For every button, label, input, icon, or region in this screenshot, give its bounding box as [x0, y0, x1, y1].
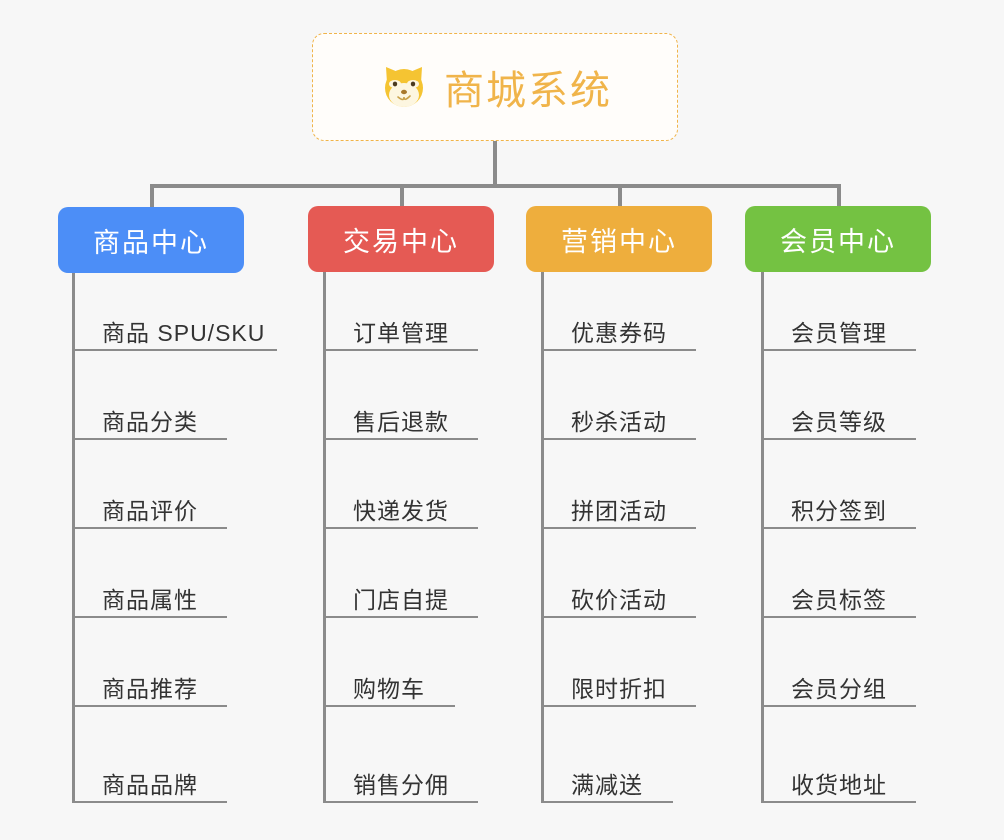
branch-drop-line-1: [150, 184, 154, 209]
leaf-underline: [323, 349, 478, 351]
branch-header-marketing-center[interactable]: 营销中心: [526, 206, 712, 272]
leaf-item[interactable]: 门店自提: [323, 572, 478, 618]
leaf-label: 商品推荐: [102, 675, 198, 702]
leaf-item[interactable]: 商品推荐: [72, 661, 227, 707]
branch-trunk-4: [761, 272, 764, 803]
leaf-label: 快递发货: [353, 497, 449, 524]
leaf-item[interactable]: 收货地址: [761, 757, 916, 803]
leaf-item[interactable]: 商品品牌: [72, 757, 227, 803]
leaf-item[interactable]: 销售分佣: [323, 757, 478, 803]
leaf-item[interactable]: 订单管理: [323, 305, 478, 351]
leaf-item[interactable]: 商品属性: [72, 572, 227, 618]
leaf-item[interactable]: 会员分组: [761, 661, 916, 707]
leaf-underline: [541, 616, 696, 618]
leaf-label: 会员管理: [791, 319, 887, 346]
branch-drop-line-2: [400, 184, 404, 209]
leaf-underline: [541, 705, 696, 707]
leaf-item[interactable]: 商品评价: [72, 483, 227, 529]
branch-bus-line: [150, 184, 841, 188]
leaf-label: 收货地址: [791, 771, 887, 798]
leaf-underline: [72, 705, 227, 707]
leaf-label: 商品评价: [102, 497, 198, 524]
leaf-label: 商品品牌: [102, 771, 198, 798]
leaf-item[interactable]: 会员标签: [761, 572, 916, 618]
leaf-underline: [72, 801, 227, 803]
leaf-item[interactable]: 购物车: [323, 661, 455, 707]
leaf-item[interactable]: 拼团活动: [541, 483, 696, 529]
leaf-underline: [323, 616, 478, 618]
leaf-label: 商品属性: [102, 586, 198, 613]
leaf-item[interactable]: 优惠券码: [541, 305, 696, 351]
branch-trunk-2: [323, 272, 326, 803]
root-stem-line: [493, 141, 497, 186]
leaf-label: 拼团活动: [571, 497, 667, 524]
leaf-item[interactable]: 商品 SPU/SKU: [72, 305, 277, 351]
shiba-dog-face-icon: [378, 61, 430, 113]
leaf-item[interactable]: 商品分类: [72, 394, 227, 440]
leaf-item[interactable]: 快递发货: [323, 483, 478, 529]
leaf-underline: [541, 527, 696, 529]
leaf-label: 商品分类: [102, 408, 198, 435]
leaf-item[interactable]: 售后退款: [323, 394, 478, 440]
branch-header-trade-center[interactable]: 交易中心: [308, 206, 494, 272]
leaf-label: 门店自提: [353, 586, 449, 613]
leaf-label: 秒杀活动: [571, 408, 667, 435]
branch-trunk-3: [541, 272, 544, 803]
leaf-item[interactable]: 限时折扣: [541, 661, 696, 707]
leaf-label: 砍价活动: [571, 586, 667, 613]
branch-header-label: 会员中心: [780, 226, 896, 257]
leaf-label: 会员等级: [791, 408, 887, 435]
leaf-label: 售后退款: [353, 408, 449, 435]
leaf-underline: [323, 705, 455, 707]
leaf-underline: [761, 438, 916, 440]
leaf-label: 满减送: [571, 771, 643, 798]
leaf-underline: [761, 616, 916, 618]
leaf-underline: [323, 801, 478, 803]
branch-drop-line-4: [837, 184, 841, 209]
leaf-item[interactable]: 积分签到: [761, 483, 916, 529]
leaf-underline: [541, 801, 673, 803]
branch-header-label: 交易中心: [343, 226, 459, 257]
leaf-label: 购物车: [353, 675, 425, 702]
leaf-underline: [761, 527, 916, 529]
root-node[interactable]: 商城系统: [312, 33, 678, 141]
leaf-item[interactable]: 满减送: [541, 757, 673, 803]
leaf-underline: [72, 349, 277, 351]
leaf-underline: [72, 438, 227, 440]
leaf-underline: [323, 438, 478, 440]
leaf-underline: [72, 527, 227, 529]
leaf-label: 销售分佣: [353, 771, 449, 798]
leaf-underline: [761, 349, 916, 351]
leaf-label: 限时折扣: [571, 675, 667, 702]
branch-header-label: 商品中心: [93, 227, 209, 258]
leaf-item[interactable]: 秒杀活动: [541, 394, 696, 440]
branch-header-product-center[interactable]: 商品中心: [58, 207, 244, 273]
branch-drop-line-3: [618, 184, 622, 209]
leaf-item[interactable]: 会员管理: [761, 305, 916, 351]
leaf-label: 会员标签: [791, 586, 887, 613]
leaf-label: 积分签到: [791, 497, 887, 524]
leaf-underline: [323, 527, 478, 529]
leaf-item[interactable]: 会员等级: [761, 394, 916, 440]
leaf-label: 会员分组: [791, 675, 887, 702]
branch-header-member-center[interactable]: 会员中心: [745, 206, 931, 272]
leaf-underline: [72, 616, 227, 618]
leaf-label: 订单管理: [353, 319, 449, 346]
leaf-underline: [541, 438, 696, 440]
branch-trunk-1: [72, 273, 75, 803]
leaf-item[interactable]: 砍价活动: [541, 572, 696, 618]
leaf-underline: [541, 349, 696, 351]
leaf-label: 优惠券码: [571, 319, 667, 346]
branch-header-label: 营销中心: [561, 226, 677, 257]
root-title: 商城系统: [444, 69, 612, 113]
leaf-underline: [761, 705, 916, 707]
leaf-label: 商品 SPU/SKU: [102, 319, 266, 346]
leaf-underline: [761, 801, 916, 803]
